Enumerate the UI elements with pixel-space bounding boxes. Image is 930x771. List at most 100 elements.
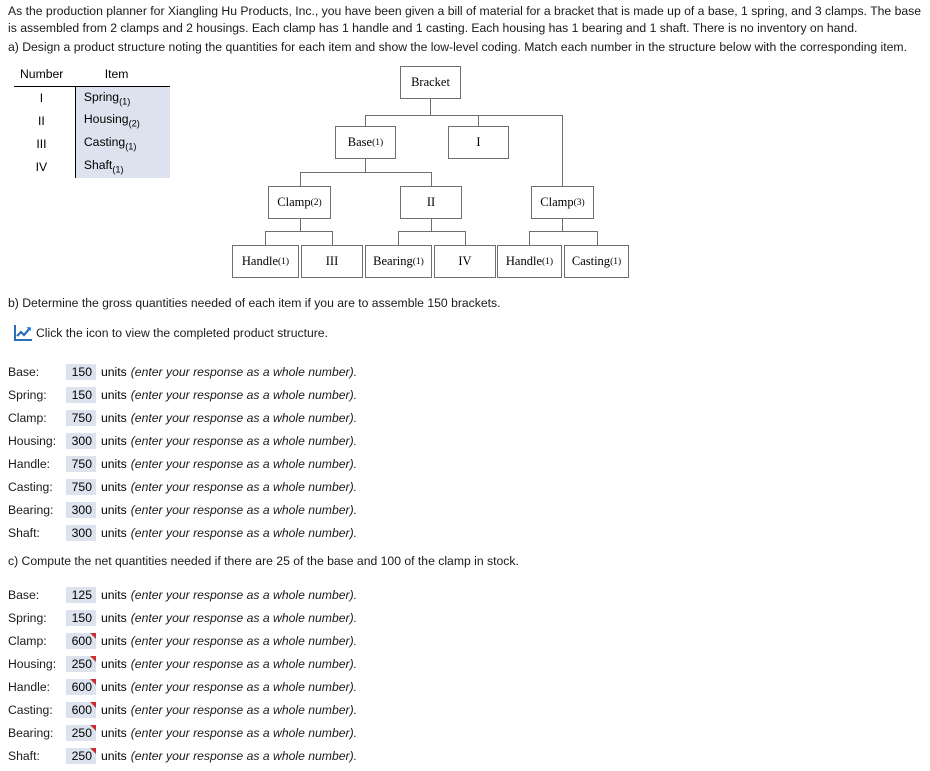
edge-to-clamp2	[300, 172, 301, 186]
tree-node-handle1: Handle(1)	[232, 245, 299, 278]
answer-input-gross[interactable]: 750	[66, 456, 96, 472]
answer-input-net[interactable]: 250	[66, 656, 96, 672]
icon-hint-text: Click the icon to view the completed pro…	[36, 326, 328, 340]
tree-node-label: III	[325, 254, 339, 268]
answer-input-gross[interactable]: 300	[66, 502, 96, 518]
answer-label: Spring:	[8, 611, 47, 625]
edge-to-handle2	[529, 231, 530, 245]
edge-base-stem	[365, 159, 366, 172]
edge-bracket-stem	[430, 99, 431, 115]
tree-node-label: Casting	[571, 254, 611, 268]
tree-node-base: Base(1)	[335, 126, 396, 159]
answer-label: Spring:	[8, 388, 47, 402]
legend-item-cell: Shaft(1)	[75, 155, 170, 178]
edge-to-casting1	[597, 231, 598, 245]
answer-input-gross[interactable]: 150	[66, 364, 96, 380]
tree-node-qty: (2)	[310, 197, 322, 208]
answer-input-net[interactable]: 600	[66, 679, 96, 695]
answer-input-net[interactable]: 150	[66, 610, 96, 626]
answer-label: Housing:	[8, 434, 57, 448]
edge-roman2-bus	[398, 231, 465, 232]
legend-item-qty: (1)	[112, 164, 124, 175]
edge-to-clamp3	[562, 115, 563, 186]
answer-input-gross[interactable]: 750	[66, 410, 96, 426]
problem-intro-text: As the production planner for Xiangling …	[8, 4, 925, 35]
answer-note: (enter your response as a whole number).	[130, 749, 358, 763]
tree-node-roman2: II	[400, 186, 462, 219]
tree-node-qty: (1)	[542, 256, 554, 267]
answer-input-net[interactable]: 250	[66, 748, 96, 764]
legend-number-cell: II	[14, 109, 76, 132]
answer-input-gross[interactable]: 300	[66, 525, 96, 541]
answer-units-label: units	[101, 434, 127, 448]
legend-item-name: Casting	[83, 135, 126, 150]
edge-to-roman4	[465, 231, 466, 245]
part-a-prompt: a) Design a product structure noting the…	[8, 40, 907, 54]
answer-label: Housing:	[8, 657, 57, 671]
answer-input-net[interactable]: 250	[66, 725, 96, 741]
tree-node-label: Clamp	[540, 195, 574, 209]
tree-node-label: Bracket	[411, 75, 450, 89]
answer-label: Base:	[8, 365, 40, 379]
answer-units-label: units	[101, 388, 127, 402]
legend-number-cell: I	[14, 86, 76, 109]
answer-input-gross[interactable]: 750	[66, 479, 96, 495]
answer-note: (enter your response as a whole number).	[130, 388, 358, 402]
answer-input-net[interactable]: 600	[66, 702, 96, 718]
answer-units-label: units	[101, 480, 127, 494]
answer-label: Bearing:	[8, 503, 54, 517]
answer-row-gross: Spring: 150 units(enter your response as a…	[8, 384, 357, 406]
legend-table-head: Number Item	[14, 63, 170, 87]
edge-to-handle1	[265, 231, 266, 245]
tree-node-qty: (1)	[412, 256, 424, 267]
tree-node-bearing1: Bearing(1)	[365, 245, 432, 278]
answer-label: Base:	[8, 588, 40, 602]
answer-label: Handle:	[8, 680, 51, 694]
edge-to-roman1	[478, 115, 479, 126]
answer-units-label: units	[101, 457, 127, 471]
answer-row-net: Clamp: 600 units(enter your response as a …	[8, 630, 357, 652]
tree-node-label: Handle	[505, 254, 543, 268]
legend-item-cell: Housing(2)	[75, 109, 170, 132]
edge-to-base	[365, 115, 366, 126]
answer-input-net[interactable]: 600	[66, 633, 96, 649]
answer-units-label: units	[101, 634, 127, 648]
line-chart-icon[interactable]	[13, 324, 33, 342]
legend-number-cell: IV	[14, 155, 76, 178]
answer-note: (enter your response as a whole number).	[130, 634, 358, 648]
tree-node-roman1: I	[448, 126, 509, 159]
edge-clamp2-bus	[265, 231, 332, 232]
answer-label: Clamp:	[8, 634, 47, 648]
answer-note: (enter your response as a whole number).	[130, 480, 358, 494]
tree-node-clamp2: Clamp(2)	[268, 186, 331, 219]
answer-units-label: units	[101, 703, 127, 717]
legend-item-name: Shaft	[83, 158, 113, 173]
answer-input-gross[interactable]: 300	[66, 433, 96, 449]
tree-node-label: Bearing	[373, 254, 413, 268]
tree-node-roman3: III	[301, 245, 363, 278]
answer-label: Handle:	[8, 457, 51, 471]
answer-note: (enter your response as a whole number).	[130, 526, 358, 540]
answer-input-net[interactable]: 125	[66, 587, 96, 603]
answer-note: (enter your response as a whole number).	[130, 411, 358, 425]
tree-node-roman4: IV	[434, 245, 496, 278]
edge-to-roman3	[332, 231, 333, 245]
edge-clamp3-stem	[562, 219, 563, 231]
edge-to-bearing1	[398, 231, 399, 245]
answer-input-gross[interactable]: 150	[66, 387, 96, 403]
